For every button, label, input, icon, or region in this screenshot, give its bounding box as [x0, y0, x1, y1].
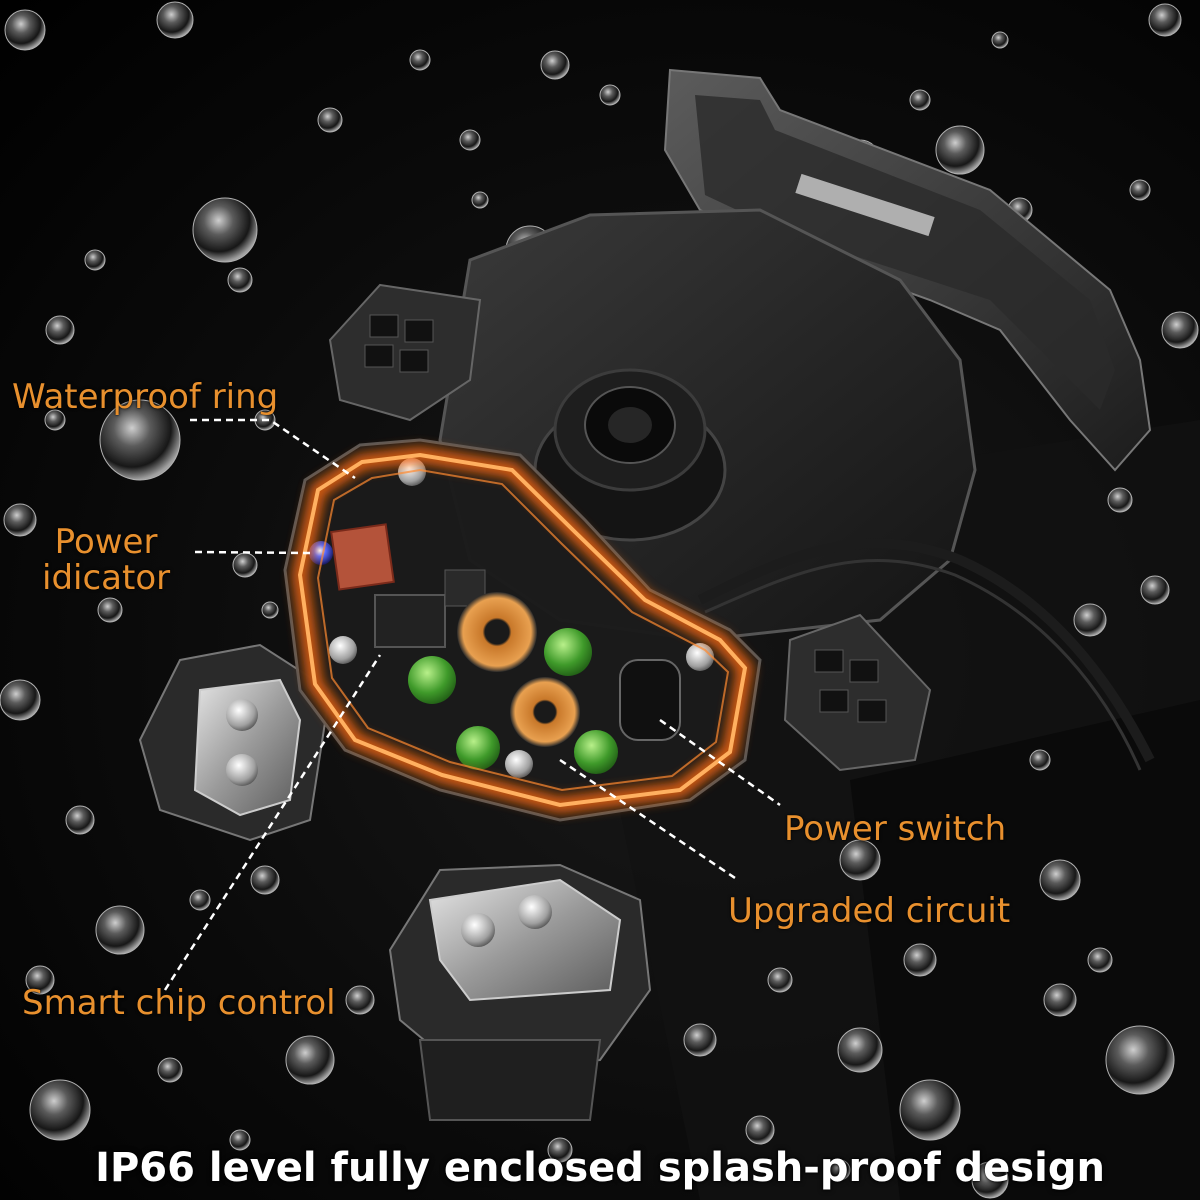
power-indicator-label-line1: Power	[54, 522, 158, 562]
water-droplet	[599, 84, 621, 106]
power-indicator-led	[309, 541, 333, 565]
water-droplet	[29, 1079, 91, 1141]
water-droplet	[0, 679, 41, 721]
water-droplet	[1148, 3, 1182, 37]
water-droplet	[250, 865, 280, 895]
water-droplet	[285, 1035, 335, 1085]
water-droplet	[839, 839, 881, 881]
water-droplet	[156, 1, 194, 39]
power-switch-button	[619, 659, 681, 741]
callout-leaders	[163, 418, 781, 991]
waterproof-ring-glow	[291, 446, 754, 814]
water-droplet	[4, 9, 46, 51]
water-droplet	[767, 967, 793, 993]
water-droplet	[25, 965, 55, 995]
water-droplet	[540, 50, 570, 80]
water-droplet	[192, 197, 258, 263]
upgraded-circuit-label: Upgraded circuit	[728, 891, 1011, 931]
water-droplet	[232, 552, 258, 578]
water-droplet	[547, 1137, 573, 1163]
water-droplet	[1039, 859, 1081, 901]
bottom-clamp-arm	[388, 863, 652, 1121]
water-droplet	[829, 1159, 851, 1181]
water-droplet	[745, 1115, 775, 1145]
water-droplet	[84, 249, 106, 271]
water-droplet	[345, 985, 375, 1015]
water-droplet	[409, 49, 431, 71]
waterproof-ring-label: Waterproof ring	[12, 377, 279, 417]
smart-chip-control-label: Smart chip control	[22, 983, 336, 1023]
bottom-left-arm	[138, 643, 332, 842]
water-droplet	[971, 1161, 1009, 1199]
water-droplet	[459, 129, 481, 151]
water-droplet	[99, 399, 181, 481]
water-droplet	[909, 89, 931, 111]
water-droplet	[1105, 1025, 1175, 1095]
water-droplet	[1029, 749, 1051, 771]
water-droplet	[1129, 179, 1151, 201]
top-clamp-arm	[663, 68, 1152, 472]
water-droplet	[1140, 575, 1170, 605]
water-droplet	[1043, 983, 1077, 1017]
water-droplet	[1087, 947, 1113, 973]
water-droplet	[899, 1079, 961, 1141]
water-droplet	[935, 125, 985, 175]
water-droplet	[903, 943, 937, 977]
water-droplet	[227, 267, 253, 293]
water-droplet	[95, 905, 145, 955]
power-switch-label: Power switch	[784, 809, 1007, 849]
water-droplet	[991, 31, 1009, 49]
circuit-module	[283, 438, 762, 822]
water-droplet	[1073, 603, 1107, 637]
water-droplet	[1107, 487, 1133, 513]
water-droplet	[683, 1023, 717, 1057]
water-droplet	[317, 107, 343, 133]
water-droplet	[65, 805, 95, 835]
water-droplet	[44, 409, 66, 431]
water-droplet	[45, 315, 75, 345]
power-indicator-label-line2: idicator	[42, 558, 171, 598]
water-droplet	[471, 191, 489, 209]
water-droplet	[1161, 311, 1199, 349]
water-droplet	[189, 889, 211, 911]
water-droplet	[229, 1129, 251, 1151]
caption: IP66 level fully enclosed splash-proof d…	[95, 1145, 1105, 1191]
water-droplet	[3, 503, 37, 537]
water-droplet	[261, 601, 279, 619]
water-droplet	[97, 597, 123, 623]
water-droplet	[157, 1057, 183, 1083]
water-droplet	[837, 1027, 883, 1073]
